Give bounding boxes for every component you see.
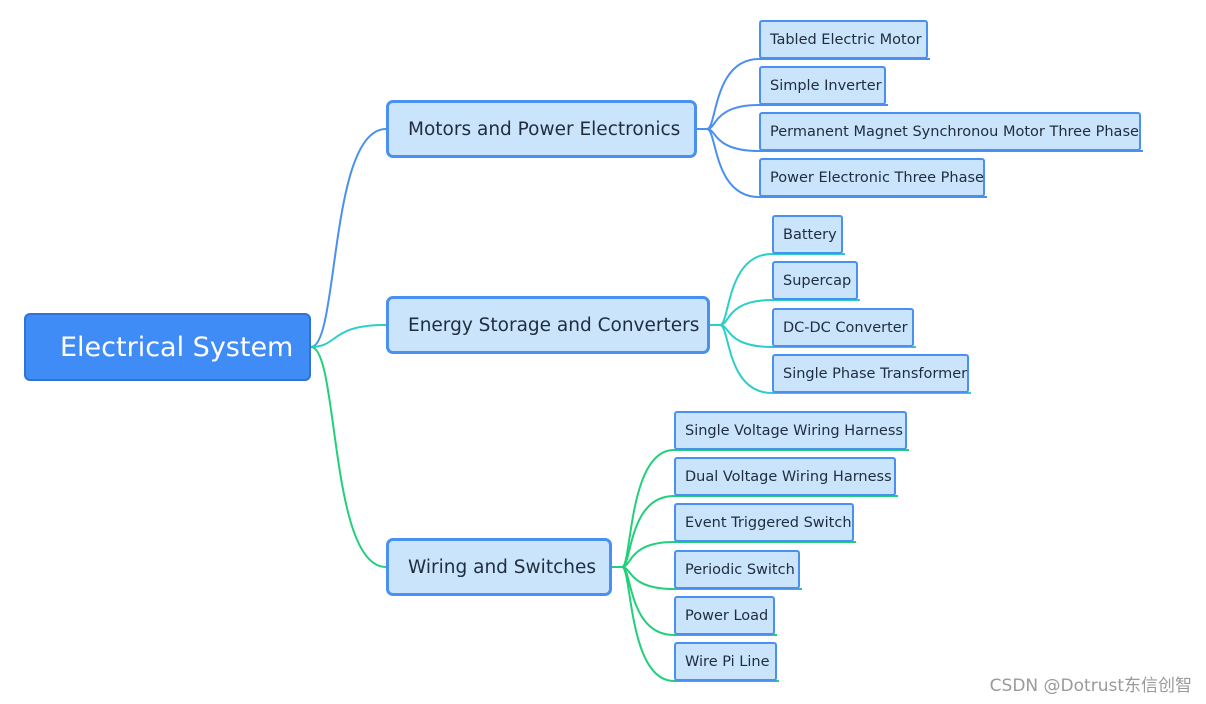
connector-line	[706, 104, 760, 130]
connector-line	[719, 253, 773, 326]
leaf-node[interactable]: Power Load	[674, 596, 775, 635]
leaf-node[interactable]: Power Electronic Three Phase	[759, 158, 985, 197]
connector-line	[621, 566, 675, 682]
connector-line	[310, 346, 387, 568]
watermark: CSDN @Dotrust东信创智	[989, 676, 1192, 696]
connector-line	[719, 299, 773, 326]
connector-line	[706, 58, 760, 130]
connector-line	[310, 128, 387, 348]
leaf-node[interactable]: DC-DC Converter	[772, 308, 914, 347]
leaf-node[interactable]: Single Voltage Wiring Harness	[674, 411, 907, 450]
root-node[interactable]: Electrical System	[24, 313, 311, 381]
connector-line	[719, 324, 773, 394]
leaf-node[interactable]: Battery	[772, 215, 843, 254]
connector-line	[310, 324, 387, 348]
leaf-node[interactable]: Dual Voltage Wiring Harness	[674, 457, 896, 496]
branch-node-motors[interactable]: Motors and Power Electronics	[386, 100, 697, 158]
leaf-node[interactable]: Wire Pi Line	[674, 642, 777, 681]
leaf-node[interactable]: Supercap	[772, 261, 858, 300]
leaf-node[interactable]: Periodic Switch	[674, 550, 800, 589]
connector-line	[621, 495, 675, 568]
leaf-node[interactable]: Tabled Electric Motor	[759, 20, 928, 59]
leaf-node[interactable]: Permanent Magnet Synchronou Motor Three …	[759, 112, 1141, 151]
leaf-node[interactable]: Simple Inverter	[759, 66, 886, 105]
branch-node-wiring[interactable]: Wiring and Switches	[386, 538, 612, 596]
connector-line	[621, 541, 675, 568]
leaf-node[interactable]: Single Phase Transformer	[772, 354, 969, 393]
connector-line	[706, 128, 760, 198]
branch-node-energy-storage[interactable]: Energy Storage and Converters	[386, 296, 710, 354]
leaf-node[interactable]: Event Triggered Switch	[674, 503, 854, 542]
